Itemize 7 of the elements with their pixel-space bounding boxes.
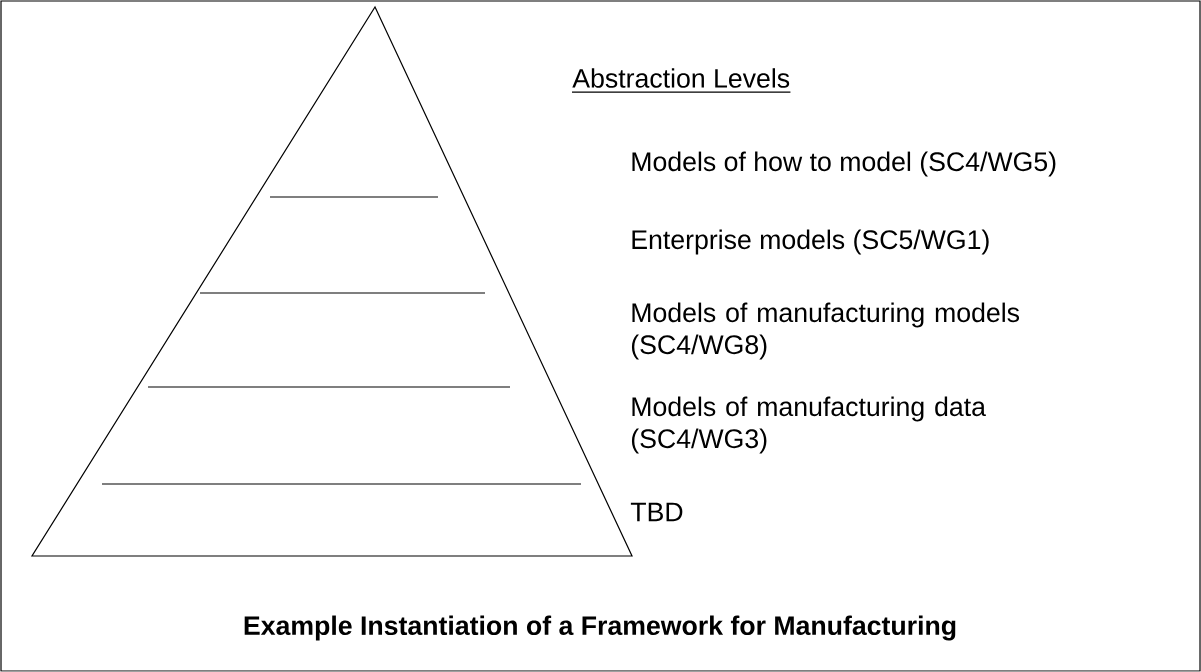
level-label: TBD [630, 502, 683, 522]
level-label: Models of manufacturing models (SC4/WG8) [631, 302, 1020, 360]
level-label: Enterprise models (SC5/WG1) [632, 229, 989, 255]
level-label: Models of manufacturing data (SC4/WG3) [631, 396, 986, 454]
caption: Example Instantiation of a Framework for Manufacturing [244, 615, 956, 641]
heading: Abstraction Levels [571, 68, 792, 93]
level-label: Models of how to model (SC4/WG5) [632, 151, 1056, 177]
